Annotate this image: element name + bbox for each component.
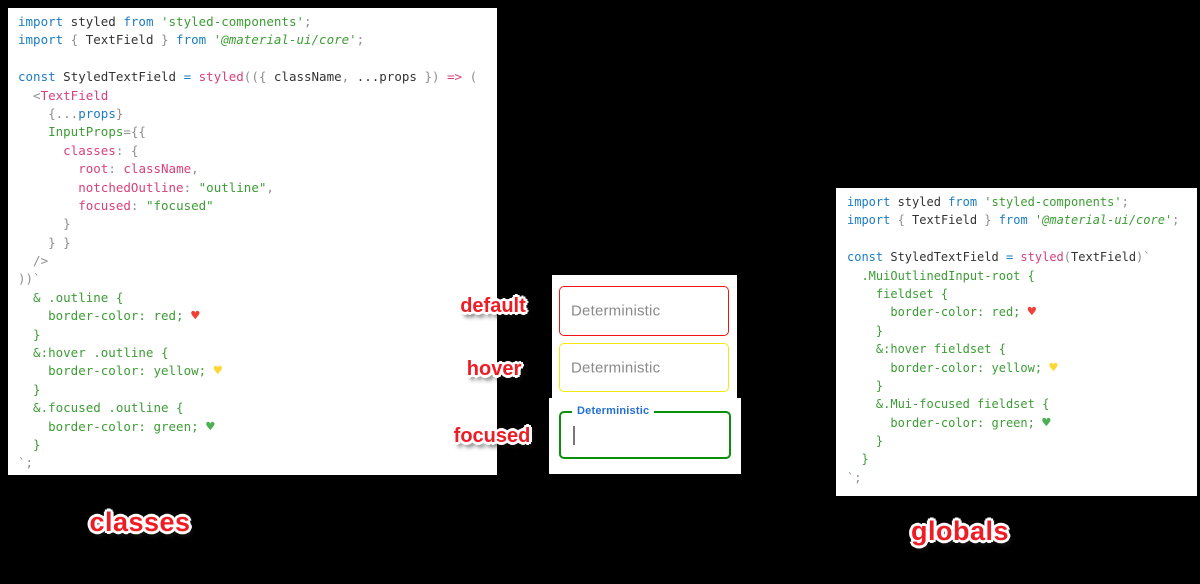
code-line	[18, 50, 497, 68]
textfield-hover-placeholder: Deterministic	[571, 359, 661, 376]
code-line: import { TextField } from '@material-ui/…	[847, 213, 1180, 228]
code-line: }	[847, 452, 869, 467]
globals-code-block: import styled from 'styled-components'; i…	[836, 188, 1197, 496]
caption-globals: globals	[910, 516, 1009, 546]
code-line: }	[18, 436, 41, 452]
heart-icon: ♥	[1042, 414, 1051, 431]
code-line: root: className,	[78, 161, 199, 177]
code-line: notchedOutline: "outline",	[78, 179, 274, 195]
code-line: ))`	[18, 271, 41, 287]
code-line: import styled from 'styled-components';	[847, 195, 1129, 209]
code-line: &:hover .outline {	[18, 345, 169, 361]
textfield-demo-panel: Deterministic Deterministic	[552, 275, 737, 399]
state-label-default: default	[460, 295, 526, 317]
code-line: focused: "focused"	[78, 197, 214, 213]
state-label-focused: focused	[453, 425, 531, 447]
code-line: & .outline {	[18, 289, 124, 305]
code-line	[847, 230, 1197, 248]
code-line: <TextField	[18, 87, 109, 103]
textfield-focused-label: Deterministic	[572, 405, 655, 417]
code-line: `;	[18, 455, 34, 471]
heart-icon: ♥	[206, 418, 215, 435]
code-line: &.Mui-focused fieldset {	[847, 397, 1050, 412]
code-line: } }	[18, 234, 71, 250]
code-line: }	[847, 434, 884, 449]
code-line: &.focused .outline {	[18, 400, 184, 416]
code-line: border-color: red; ♥	[18, 308, 200, 325]
textfield-focused-panel: Deterministic	[549, 398, 741, 474]
code-line: `;	[847, 470, 862, 485]
code-line: border-color: yellow; ♥	[18, 363, 223, 380]
code-line: const StyledTextField = styled(({ classN…	[18, 69, 478, 85]
code-line: classes: {	[63, 142, 139, 158]
textfield-default[interactable]: Deterministic	[559, 286, 729, 336]
heart-icon: ♥	[191, 308, 200, 325]
textfield-default-placeholder: Deterministic	[571, 302, 661, 320]
code-line: &:hover fieldset {	[847, 342, 1006, 357]
text-cursor-icon	[573, 426, 575, 445]
code-line: import styled from 'styled-components';	[18, 14, 312, 29]
code-line: {...props}	[18, 105, 124, 121]
textfield-focused[interactable]: Deterministic	[559, 405, 731, 459]
code-line: border-color: red; ♥	[847, 304, 1037, 321]
code-line: .MuiOutlinedInput-root {	[847, 268, 1035, 283]
code-line: }	[847, 378, 884, 393]
heart-icon: ♥	[1027, 304, 1037, 321]
state-label-hover: hover	[466, 358, 522, 380]
code-line: />	[18, 253, 49, 269]
code-line: }	[18, 216, 71, 232]
code-line: border-color: yellow; ♥	[847, 359, 1058, 376]
code-line: fieldset {	[847, 286, 949, 301]
code-line: border-color: green; ♥	[18, 418, 215, 435]
code-line: border-color: green; ♥	[847, 414, 1051, 431]
heart-icon: ♥	[213, 363, 223, 380]
classes-code-block: import styled from 'styled-components'; i…	[8, 8, 497, 475]
caption-classes: classes	[89, 507, 191, 537]
code-line: const StyledTextField = styled(TextField…	[847, 250, 1151, 265]
textfield-hover[interactable]: Deterministic	[559, 343, 729, 392]
heart-icon: ♥	[1049, 359, 1058, 376]
code-line: import { TextField } from '@material-ui/…	[18, 32, 365, 48]
code-line: InputProps={{	[48, 124, 146, 140]
code-line: }	[18, 381, 41, 397]
code-line: }	[18, 326, 41, 342]
code-line: }	[847, 323, 884, 338]
